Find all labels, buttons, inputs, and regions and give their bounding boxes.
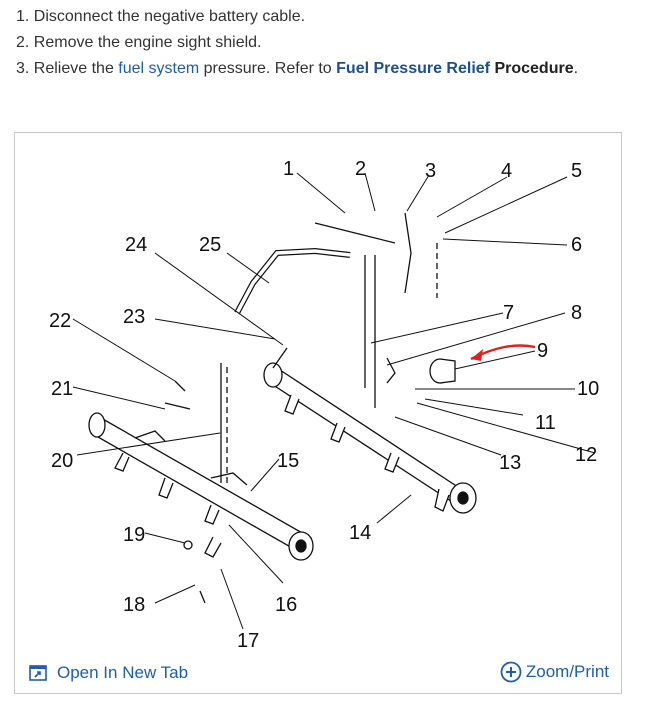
open-new-tab-icon [29,665,47,681]
step-3-text: 3. Relieve the [16,60,119,77]
zoom-print-link[interactable]: Zoom/Print [500,661,609,683]
instruction-steps: 1. Disconnect the negative battery cable… [16,4,578,82]
callout-12: 12 [575,444,597,466]
plus-circle-icon [500,661,522,683]
diagram-frame: 1 2 3 4 5 6 7 8 9 10 11 12 13 14 15 16 1… [14,132,622,694]
callout-16: 16 [275,594,297,616]
callout-11: 11 [535,412,556,434]
open-in-new-tab-label: Open In New Tab [57,663,189,682]
callout-23: 23 [123,306,145,328]
callout-8: 8 [571,302,582,324]
callout-9: 9 [537,340,548,362]
callout-10: 10 [577,378,599,400]
callout-21: 21 [51,378,73,400]
callout-19: 19 [123,524,145,546]
open-in-new-tab-link[interactable]: Open In New Tab [29,663,188,683]
zoom-print-label: Zoom/Print [525,662,609,681]
callout-2: 2 [355,158,366,180]
callout-25: 25 [199,234,221,256]
step-3-period: . [573,60,579,77]
callout-7: 7 [503,302,514,324]
fuel-rail-diagram[interactable]: 1 2 3 4 5 6 7 8 9 10 11 12 13 14 15 16 1… [15,133,621,653]
step-3-text-mid: pressure. Refer to [199,60,337,77]
step-1: 1. Disconnect the negative battery cable… [16,8,306,25]
fuel-system-link[interactable]: fuel system [118,60,200,77]
callout-3: 3 [425,160,436,182]
callout-18: 18 [123,594,145,616]
callout-22: 22 [49,310,71,332]
callout-13: 13 [499,452,521,474]
callout-5: 5 [571,160,582,182]
fuel-pressure-relief-link[interactable]: Fuel Pressure Relief [336,60,490,77]
callout-14: 14 [349,522,371,544]
procedure-label: Procedure [490,60,574,77]
callout-24: 24 [125,234,147,256]
highlight-arrow [470,344,536,361]
callout-15: 15 [277,450,299,472]
callout-20: 20 [51,450,73,472]
callout-17: 17 [237,630,259,652]
callout-6: 6 [571,234,582,256]
callout-4: 4 [501,160,512,182]
callout-1: 1 [283,158,294,180]
step-3: 3. Relieve the fuel system pressure. Ref… [16,56,578,82]
step-2: 2. Remove the engine sight shield. [16,34,262,51]
